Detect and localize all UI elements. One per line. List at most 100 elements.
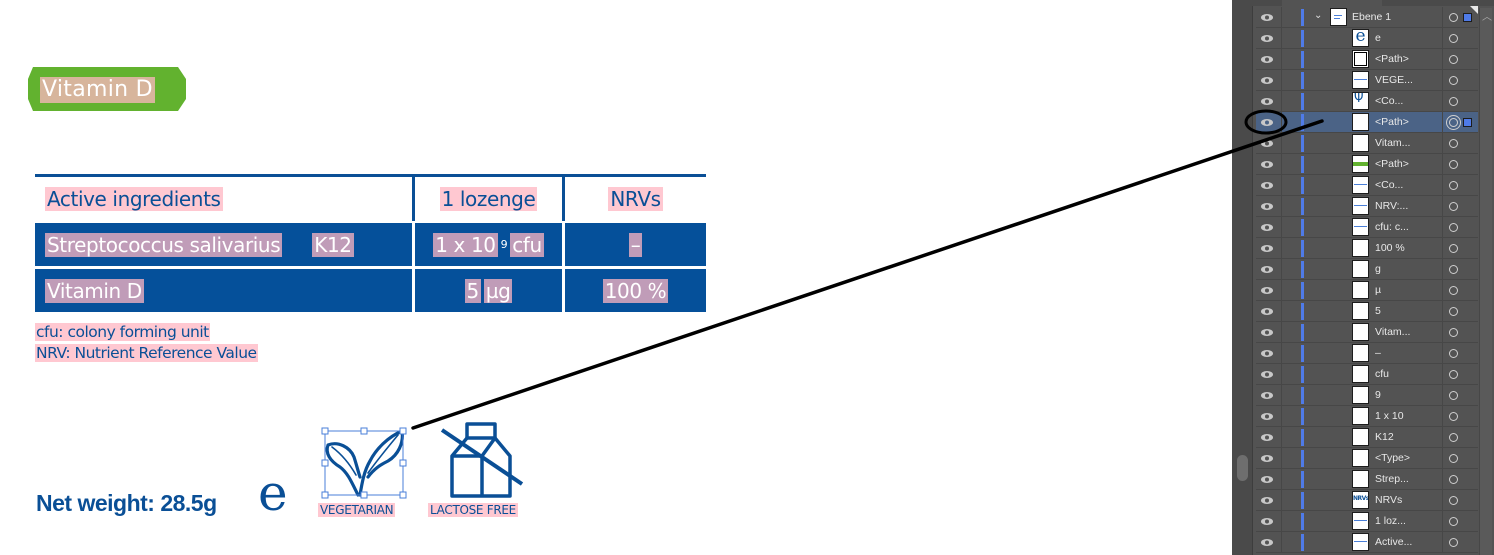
eye-visibility-icon[interactable] bbox=[1260, 53, 1274, 66]
target-circle-icon[interactable] bbox=[1449, 286, 1458, 295]
eye-visibility-icon[interactable] bbox=[1260, 515, 1274, 528]
header-active-ingredients[interactable]: Active ingredients bbox=[45, 186, 223, 211]
vegetarian-label[interactable]: VEGETARIAN bbox=[318, 503, 396, 517]
eye-visibility-icon[interactable] bbox=[1260, 74, 1274, 87]
layer-row-parent[interactable]: ⌄ Ebene 1 bbox=[1256, 7, 1478, 28]
target-circle-icon[interactable] bbox=[1449, 454, 1458, 463]
layer-row[interactable]: 5 bbox=[1256, 301, 1478, 322]
header-nrvs[interactable]: NRVs bbox=[608, 186, 663, 211]
footnote[interactable]: NRV: Nutrient Reference Value bbox=[35, 344, 258, 362]
layer-row[interactable]: <Path> bbox=[1256, 154, 1478, 175]
chevron-down-icon[interactable]: ⌄ bbox=[1314, 10, 1323, 21]
target-circle-icon[interactable] bbox=[1449, 538, 1458, 547]
target-circle-icon[interactable] bbox=[1449, 118, 1458, 127]
lactose-free-label[interactable]: LACTOSE FREE bbox=[428, 503, 518, 517]
target-circle-icon[interactable] bbox=[1449, 181, 1458, 190]
eye-visibility-icon[interactable] bbox=[1260, 137, 1274, 150]
eye-visibility-icon[interactable] bbox=[1260, 473, 1274, 486]
target-circle-icon[interactable] bbox=[1449, 34, 1458, 43]
vegetarian-leaf-icon[interactable] bbox=[318, 425, 410, 501]
target-circle-icon[interactable] bbox=[1449, 139, 1458, 148]
layer-row[interactable]: Vitam... bbox=[1256, 322, 1478, 343]
eye-visibility-icon[interactable] bbox=[1260, 305, 1274, 318]
net-weight-text[interactable]: Net weight: 28.5g bbox=[36, 490, 217, 516]
footnote[interactable]: cfu: colony forming unit bbox=[35, 323, 210, 341]
target-circle-icon[interactable] bbox=[1449, 307, 1458, 316]
eye-visibility-icon[interactable] bbox=[1260, 431, 1274, 444]
target-circle-icon[interactable] bbox=[1449, 202, 1458, 211]
target-circle-icon[interactable] bbox=[1449, 517, 1458, 526]
target-circle-icon[interactable] bbox=[1449, 412, 1458, 421]
eye-visibility-icon[interactable] bbox=[1260, 179, 1274, 192]
ingredient-cell[interactable]: Vitamin D bbox=[35, 269, 412, 312]
selection-indicator-icon[interactable] bbox=[1463, 118, 1472, 127]
eye-visibility-icon[interactable] bbox=[1260, 32, 1274, 45]
target-circle-icon[interactable] bbox=[1449, 433, 1458, 442]
layer-row[interactable]: K12 bbox=[1256, 427, 1478, 448]
layer-row[interactable]: cfu: c... bbox=[1256, 217, 1478, 238]
nrv-cell[interactable]: 100 % bbox=[565, 269, 706, 312]
target-circle-icon[interactable] bbox=[1449, 223, 1458, 232]
eye-visibility-icon[interactable] bbox=[1260, 221, 1274, 234]
eye-visibility-icon[interactable] bbox=[1260, 410, 1274, 423]
eye-visibility-icon[interactable] bbox=[1260, 95, 1274, 108]
selection-indicator-icon[interactable] bbox=[1463, 13, 1472, 22]
eye-visibility-icon[interactable] bbox=[1260, 200, 1274, 213]
eye-visibility-icon[interactable] bbox=[1260, 389, 1274, 402]
target-circle-icon[interactable] bbox=[1449, 328, 1458, 337]
eye-visibility-icon[interactable] bbox=[1260, 242, 1274, 255]
layer-row[interactable]: 1 x 10 bbox=[1256, 406, 1478, 427]
layer-row[interactable]: Active... bbox=[1256, 532, 1478, 553]
layer-row[interactable]: g bbox=[1256, 259, 1478, 280]
right-scrollbar[interactable]: ︿ bbox=[1479, 8, 1492, 555]
left-scrollbar-thumb[interactable] bbox=[1237, 455, 1248, 481]
nrv-cell[interactable]: – bbox=[565, 223, 706, 266]
target-circle-icon[interactable] bbox=[1449, 13, 1458, 22]
header-1-lozenge[interactable]: 1 lozenge bbox=[439, 186, 538, 211]
target-circle-icon[interactable] bbox=[1449, 160, 1458, 169]
layer-row[interactable]: <Path> bbox=[1256, 112, 1478, 133]
eye-visibility-icon[interactable] bbox=[1260, 263, 1274, 276]
target-circle-icon[interactable] bbox=[1449, 97, 1458, 106]
eye-visibility-icon[interactable] bbox=[1260, 452, 1274, 465]
target-circle-icon[interactable] bbox=[1449, 265, 1458, 274]
eye-visibility-icon[interactable] bbox=[1260, 284, 1274, 297]
layer-row[interactable]: 1 loz... bbox=[1256, 511, 1478, 532]
ingredient-cell[interactable]: Streptococcus salivarius K12 bbox=[35, 223, 412, 266]
layer-row[interactable]: cfu bbox=[1256, 364, 1478, 385]
lactose-free-milk-icon[interactable] bbox=[440, 420, 526, 500]
eye-visibility-icon[interactable] bbox=[1260, 536, 1274, 549]
layer-row[interactable]: <Path> bbox=[1256, 49, 1478, 70]
eye-visibility-icon[interactable] bbox=[1260, 326, 1274, 339]
eye-visibility-icon[interactable] bbox=[1260, 158, 1274, 171]
layer-row[interactable]: <Type> bbox=[1256, 448, 1478, 469]
eye-visibility-icon[interactable] bbox=[1260, 347, 1274, 360]
eye-visibility-icon[interactable] bbox=[1260, 11, 1274, 24]
layer-row[interactable]: Vitam... bbox=[1256, 133, 1478, 154]
layer-row[interactable]: 9 bbox=[1256, 385, 1478, 406]
layer-row[interactable]: NRV:... bbox=[1256, 196, 1478, 217]
eye-visibility-icon[interactable] bbox=[1260, 116, 1274, 129]
eye-visibility-icon[interactable] bbox=[1260, 494, 1274, 507]
layer-row[interactable]: 100 % bbox=[1256, 238, 1478, 259]
scroll-up-icon[interactable]: ︿ bbox=[1482, 12, 1492, 23]
panel-tab[interactable] bbox=[1282, 0, 1382, 6]
target-circle-icon[interactable] bbox=[1449, 349, 1458, 358]
layer-row[interactable]: Strep... bbox=[1256, 469, 1478, 490]
target-circle-icon[interactable] bbox=[1449, 370, 1458, 379]
eye-visibility-icon[interactable] bbox=[1260, 368, 1274, 381]
estimated-e-mark-icon[interactable]: e bbox=[258, 464, 288, 522]
layer-row[interactable]: VEGE... bbox=[1256, 70, 1478, 91]
layer-row[interactable]: – bbox=[1256, 343, 1478, 364]
layer-row[interactable]: <Co... bbox=[1256, 175, 1478, 196]
vitamin-d-badge-label[interactable]: Vitamin D bbox=[40, 77, 155, 103]
artboard-canvas[interactable]: Vitamin D Active ingredients 1 lozenge N… bbox=[0, 0, 1232, 555]
layer-row[interactable]: Ψ<Co... bbox=[1256, 91, 1478, 112]
layer-row[interactable]: µ bbox=[1256, 280, 1478, 301]
target-circle-icon[interactable] bbox=[1449, 76, 1458, 85]
target-circle-icon[interactable] bbox=[1449, 496, 1458, 505]
